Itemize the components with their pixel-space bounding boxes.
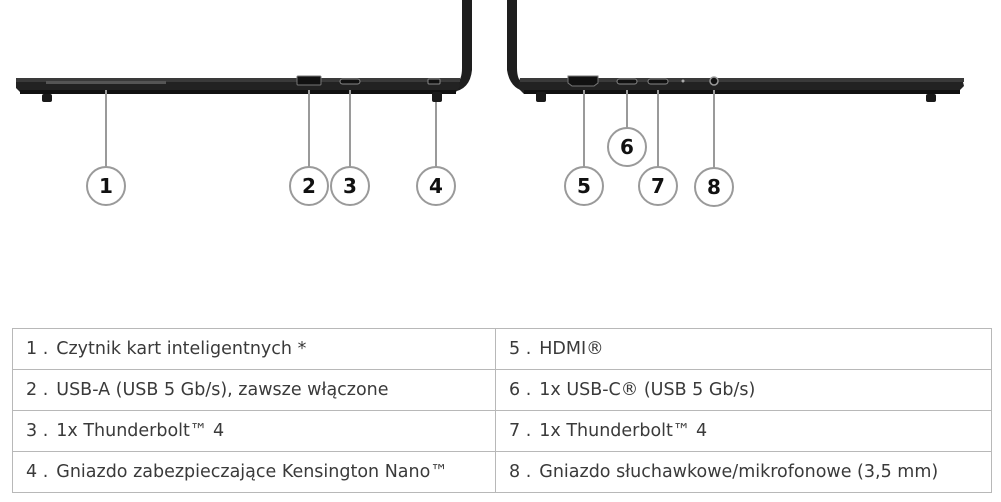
port-number: 5 . <box>509 339 532 359</box>
port-cell-7: 7 . 1x Thunderbolt™ 4 <box>495 410 992 452</box>
callout-2-label: 2 <box>302 174 316 198</box>
audio-jack <box>709 76 719 86</box>
hdmi-port <box>567 75 599 87</box>
port-cell-8: 8 . Gniazdo słuchawkowe/mikrofonowe (3,5 … <box>495 451 992 493</box>
table-row: 2 . USB-A (USB 5 Gb/s), zawsze włączone 6… <box>12 369 992 411</box>
port-number: 4 . <box>26 462 49 482</box>
usb-c-port <box>616 78 638 85</box>
callout-6-label: 6 <box>620 135 634 159</box>
thunderbolt-port-left <box>339 78 361 85</box>
port-label: Gniazdo słuchawkowe/mikrofonowe (3,5 mm) <box>539 462 939 482</box>
callout-6: 6 <box>607 127 647 167</box>
port-number: 2 . <box>26 380 49 400</box>
laptop-right-side-view <box>507 0 964 102</box>
callout-8-label: 8 <box>707 175 721 199</box>
callout-8: 8 <box>694 167 734 207</box>
port-number: 1 . <box>26 339 49 359</box>
port-number: 3 . <box>26 421 49 441</box>
port-label: 1x USB-C® (USB 5 Gb/s) <box>539 380 756 400</box>
smart-card-slot <box>46 81 166 84</box>
laptop-side-views-diagram: 1 2 3 4 5 6 7 8 <box>16 0 964 207</box>
usb-a-port <box>296 75 322 86</box>
port-cell-1: 1 . Czytnik kart inteligentnych * <box>12 328 496 370</box>
ports-table: 1 . Czytnik kart inteligentnych * 5 . HDMI… <box>12 328 992 493</box>
port-label: Gniazdo zabezpieczające Kensington Nano™ <box>56 462 448 482</box>
port-number: 6 . <box>509 380 532 400</box>
callout-5-label: 5 <box>577 174 591 198</box>
laptop-left-side-view <box>16 0 472 102</box>
callout-5: 5 <box>564 166 604 206</box>
callout-3-label: 3 <box>343 174 357 198</box>
kensington-slot <box>427 78 441 85</box>
port-cell-5: 5 . HDMI® <box>495 328 992 370</box>
callout-1-label: 1 <box>99 174 113 198</box>
port-label: 1x Thunderbolt™ 4 <box>539 421 708 441</box>
callout-7: 7 <box>638 166 678 206</box>
callout-4: 4 <box>416 166 456 206</box>
thunderbolt-port-right <box>647 78 669 85</box>
table-row: 1 . Czytnik kart inteligentnych * 5 . HDMI… <box>12 328 992 370</box>
port-number: 7 . <box>509 421 532 441</box>
leader-lines <box>105 90 715 168</box>
callout-7-label: 7 <box>651 174 665 198</box>
table-row: 4 . Gniazdo zabezpieczające Kensington Na… <box>12 451 992 493</box>
port-cell-2: 2 . USB-A (USB 5 Gb/s), zawsze włączone <box>12 369 496 411</box>
callout-3: 3 <box>330 166 370 206</box>
callout-4-label: 4 <box>429 174 443 198</box>
port-label: Czytnik kart inteligentnych * <box>56 339 307 359</box>
callout-2: 2 <box>289 166 329 206</box>
port-label: USB-A (USB 5 Gb/s), zawsze włączone <box>56 380 389 400</box>
port-number: 8 . <box>509 462 532 482</box>
port-cell-4: 4 . Gniazdo zabezpieczające Kensington Na… <box>12 451 496 493</box>
port-cell-6: 6 . 1x USB-C® (USB 5 Gb/s) <box>495 369 992 411</box>
port-cell-3: 3 . 1x Thunderbolt™ 4 <box>12 410 496 452</box>
callout-1: 1 <box>86 166 126 206</box>
port-label: HDMI® <box>539 339 604 359</box>
port-label: 1x Thunderbolt™ 4 <box>56 421 225 441</box>
table-row: 3 . 1x Thunderbolt™ 4 7 . 1x Thunderbolt™ … <box>12 410 992 452</box>
